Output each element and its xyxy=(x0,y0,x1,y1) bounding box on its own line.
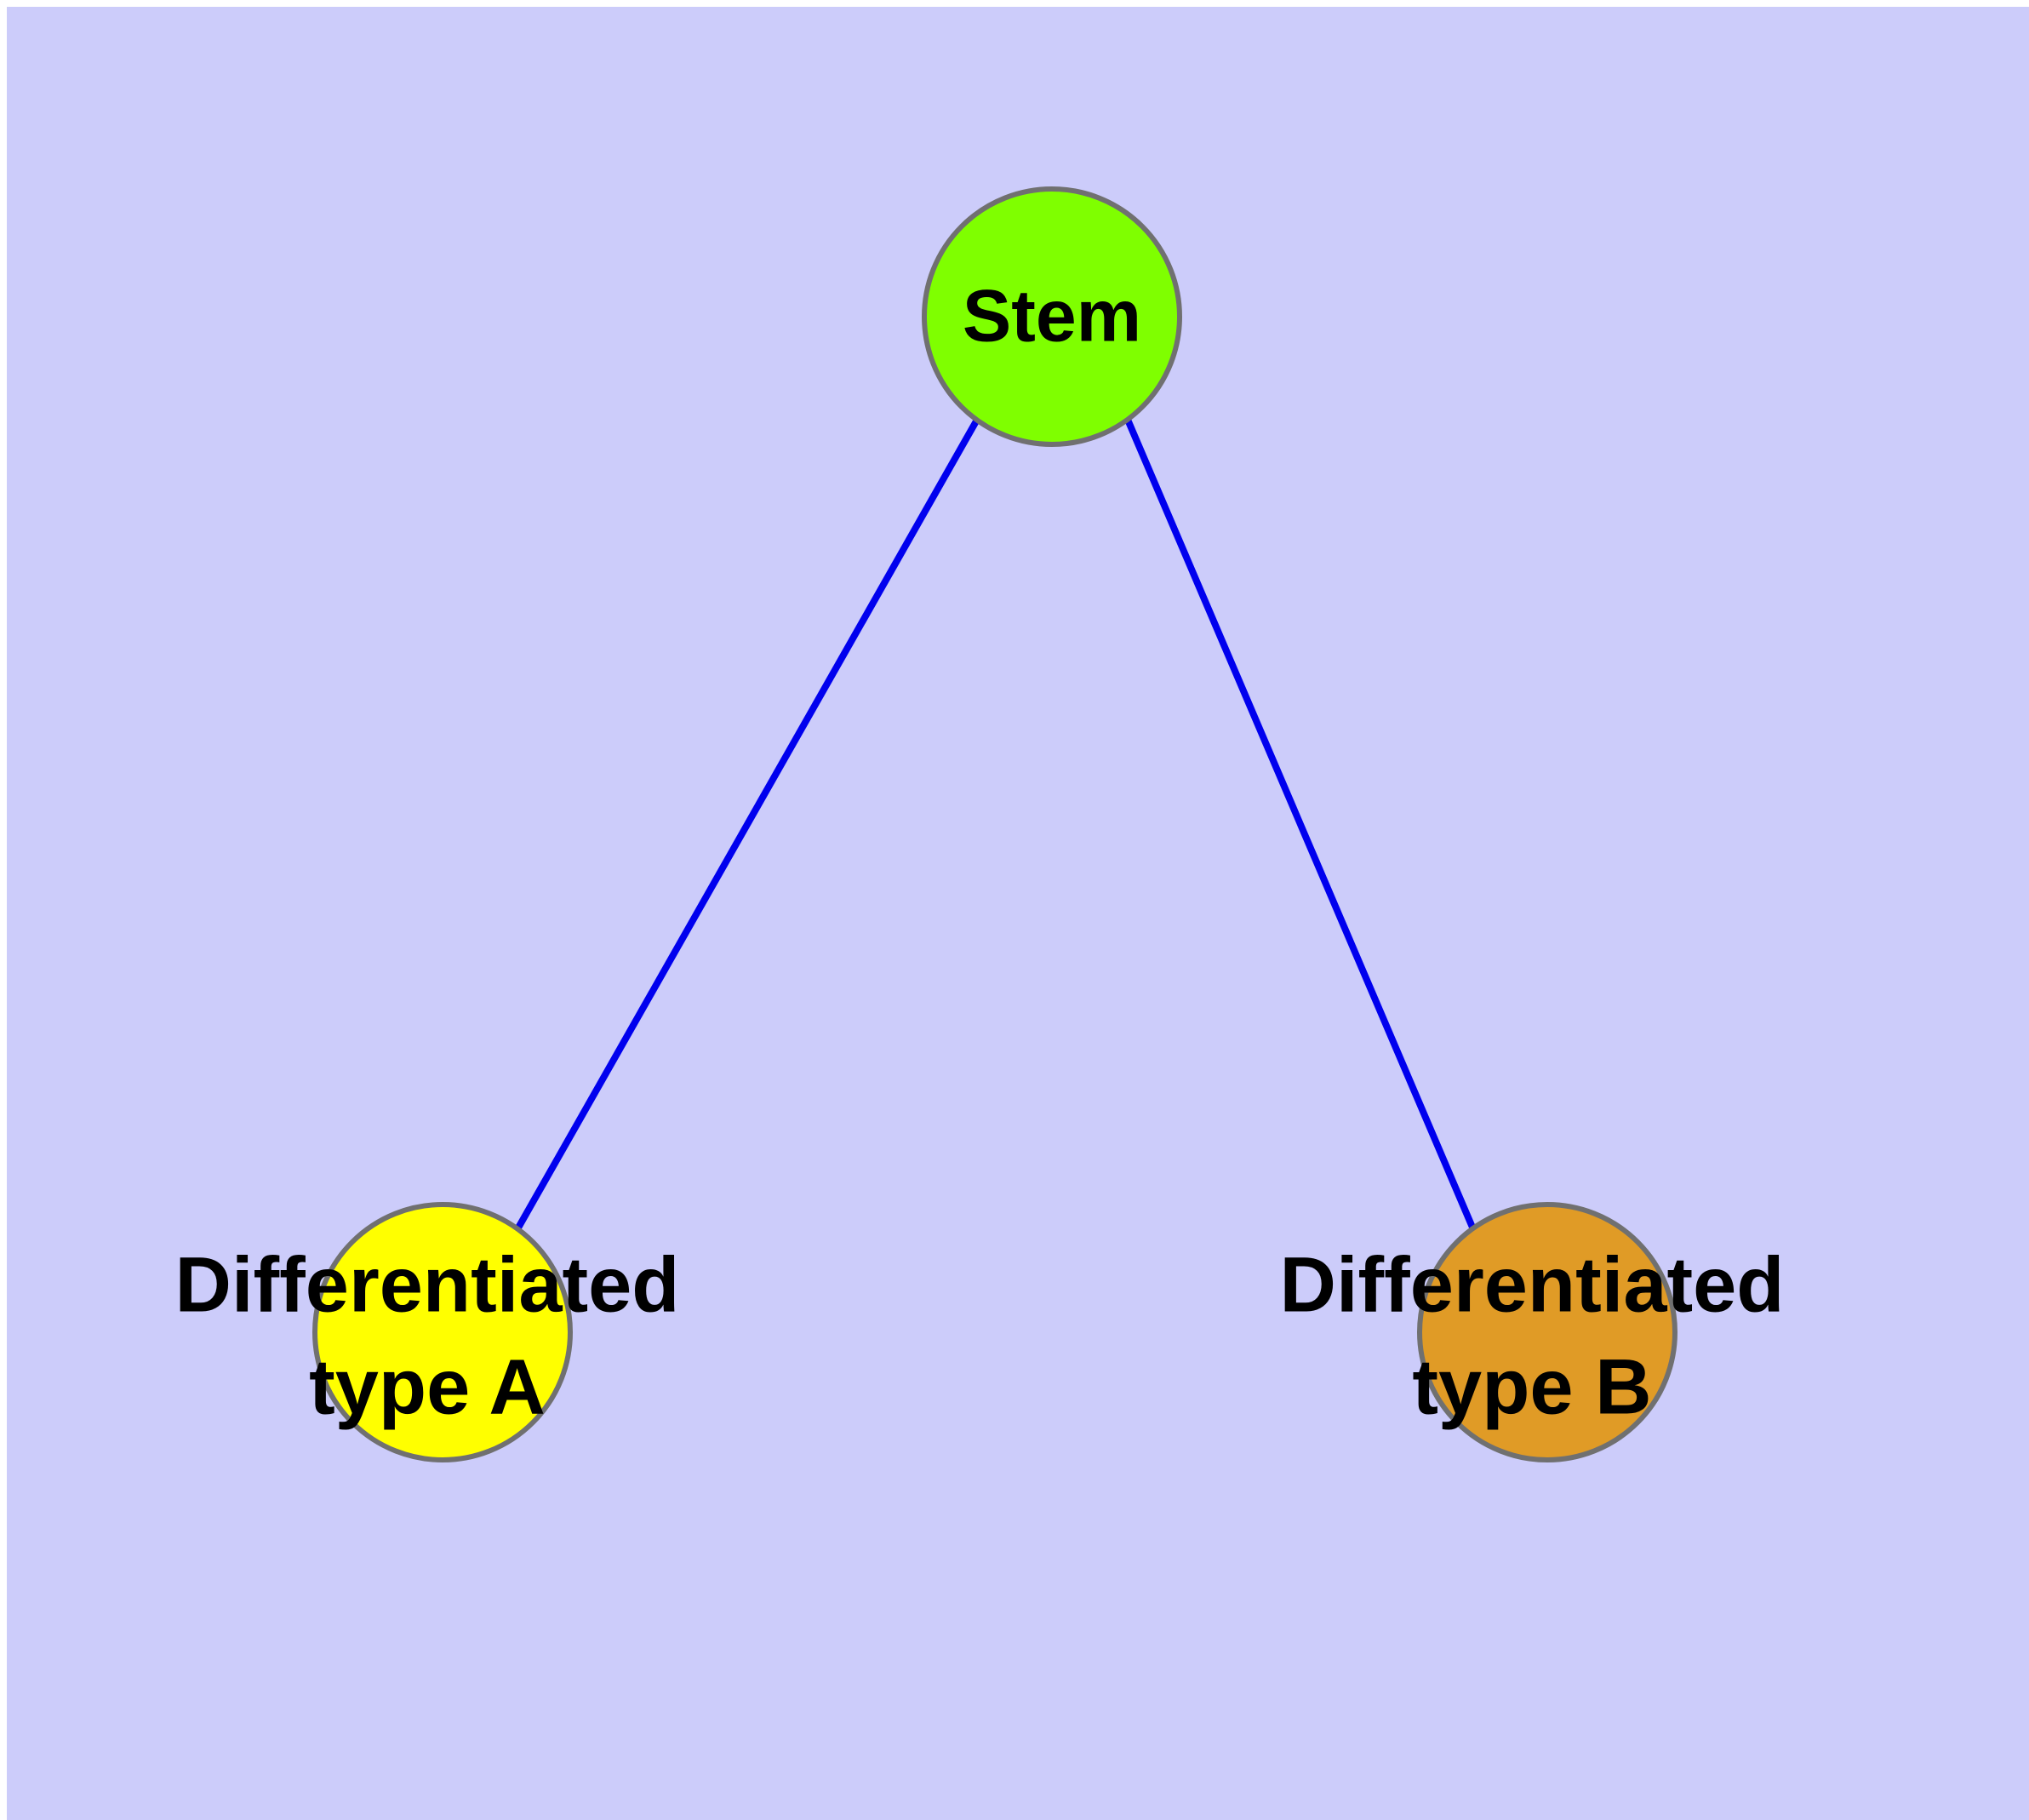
node-label-differentiated-type-a-line2: type A xyxy=(309,1343,546,1430)
edge-stem-to-differentiated-type-a[interactable] xyxy=(514,418,980,1231)
node-label-differentiated-type-b-line1: Differentiated xyxy=(1280,1241,1785,1328)
node-differentiated-type-b[interactable] xyxy=(1417,1202,1677,1462)
node-label-layer: Stem Differentiated type A Differentiate… xyxy=(175,276,1785,1431)
node-differentiated-type-a[interactable] xyxy=(312,1202,573,1462)
node-layer xyxy=(312,186,1677,1462)
edge-layer xyxy=(514,418,1477,1231)
node-label-differentiated-type-a-line1: Differentiated xyxy=(175,1241,680,1328)
node-label-differentiated-type-b-line2: type B xyxy=(1412,1343,1651,1430)
edge-stem-to-differentiated-type-b[interactable] xyxy=(1124,418,1477,1231)
node-label-stem: Stem xyxy=(963,276,1141,358)
node-stem[interactable] xyxy=(922,186,1182,447)
